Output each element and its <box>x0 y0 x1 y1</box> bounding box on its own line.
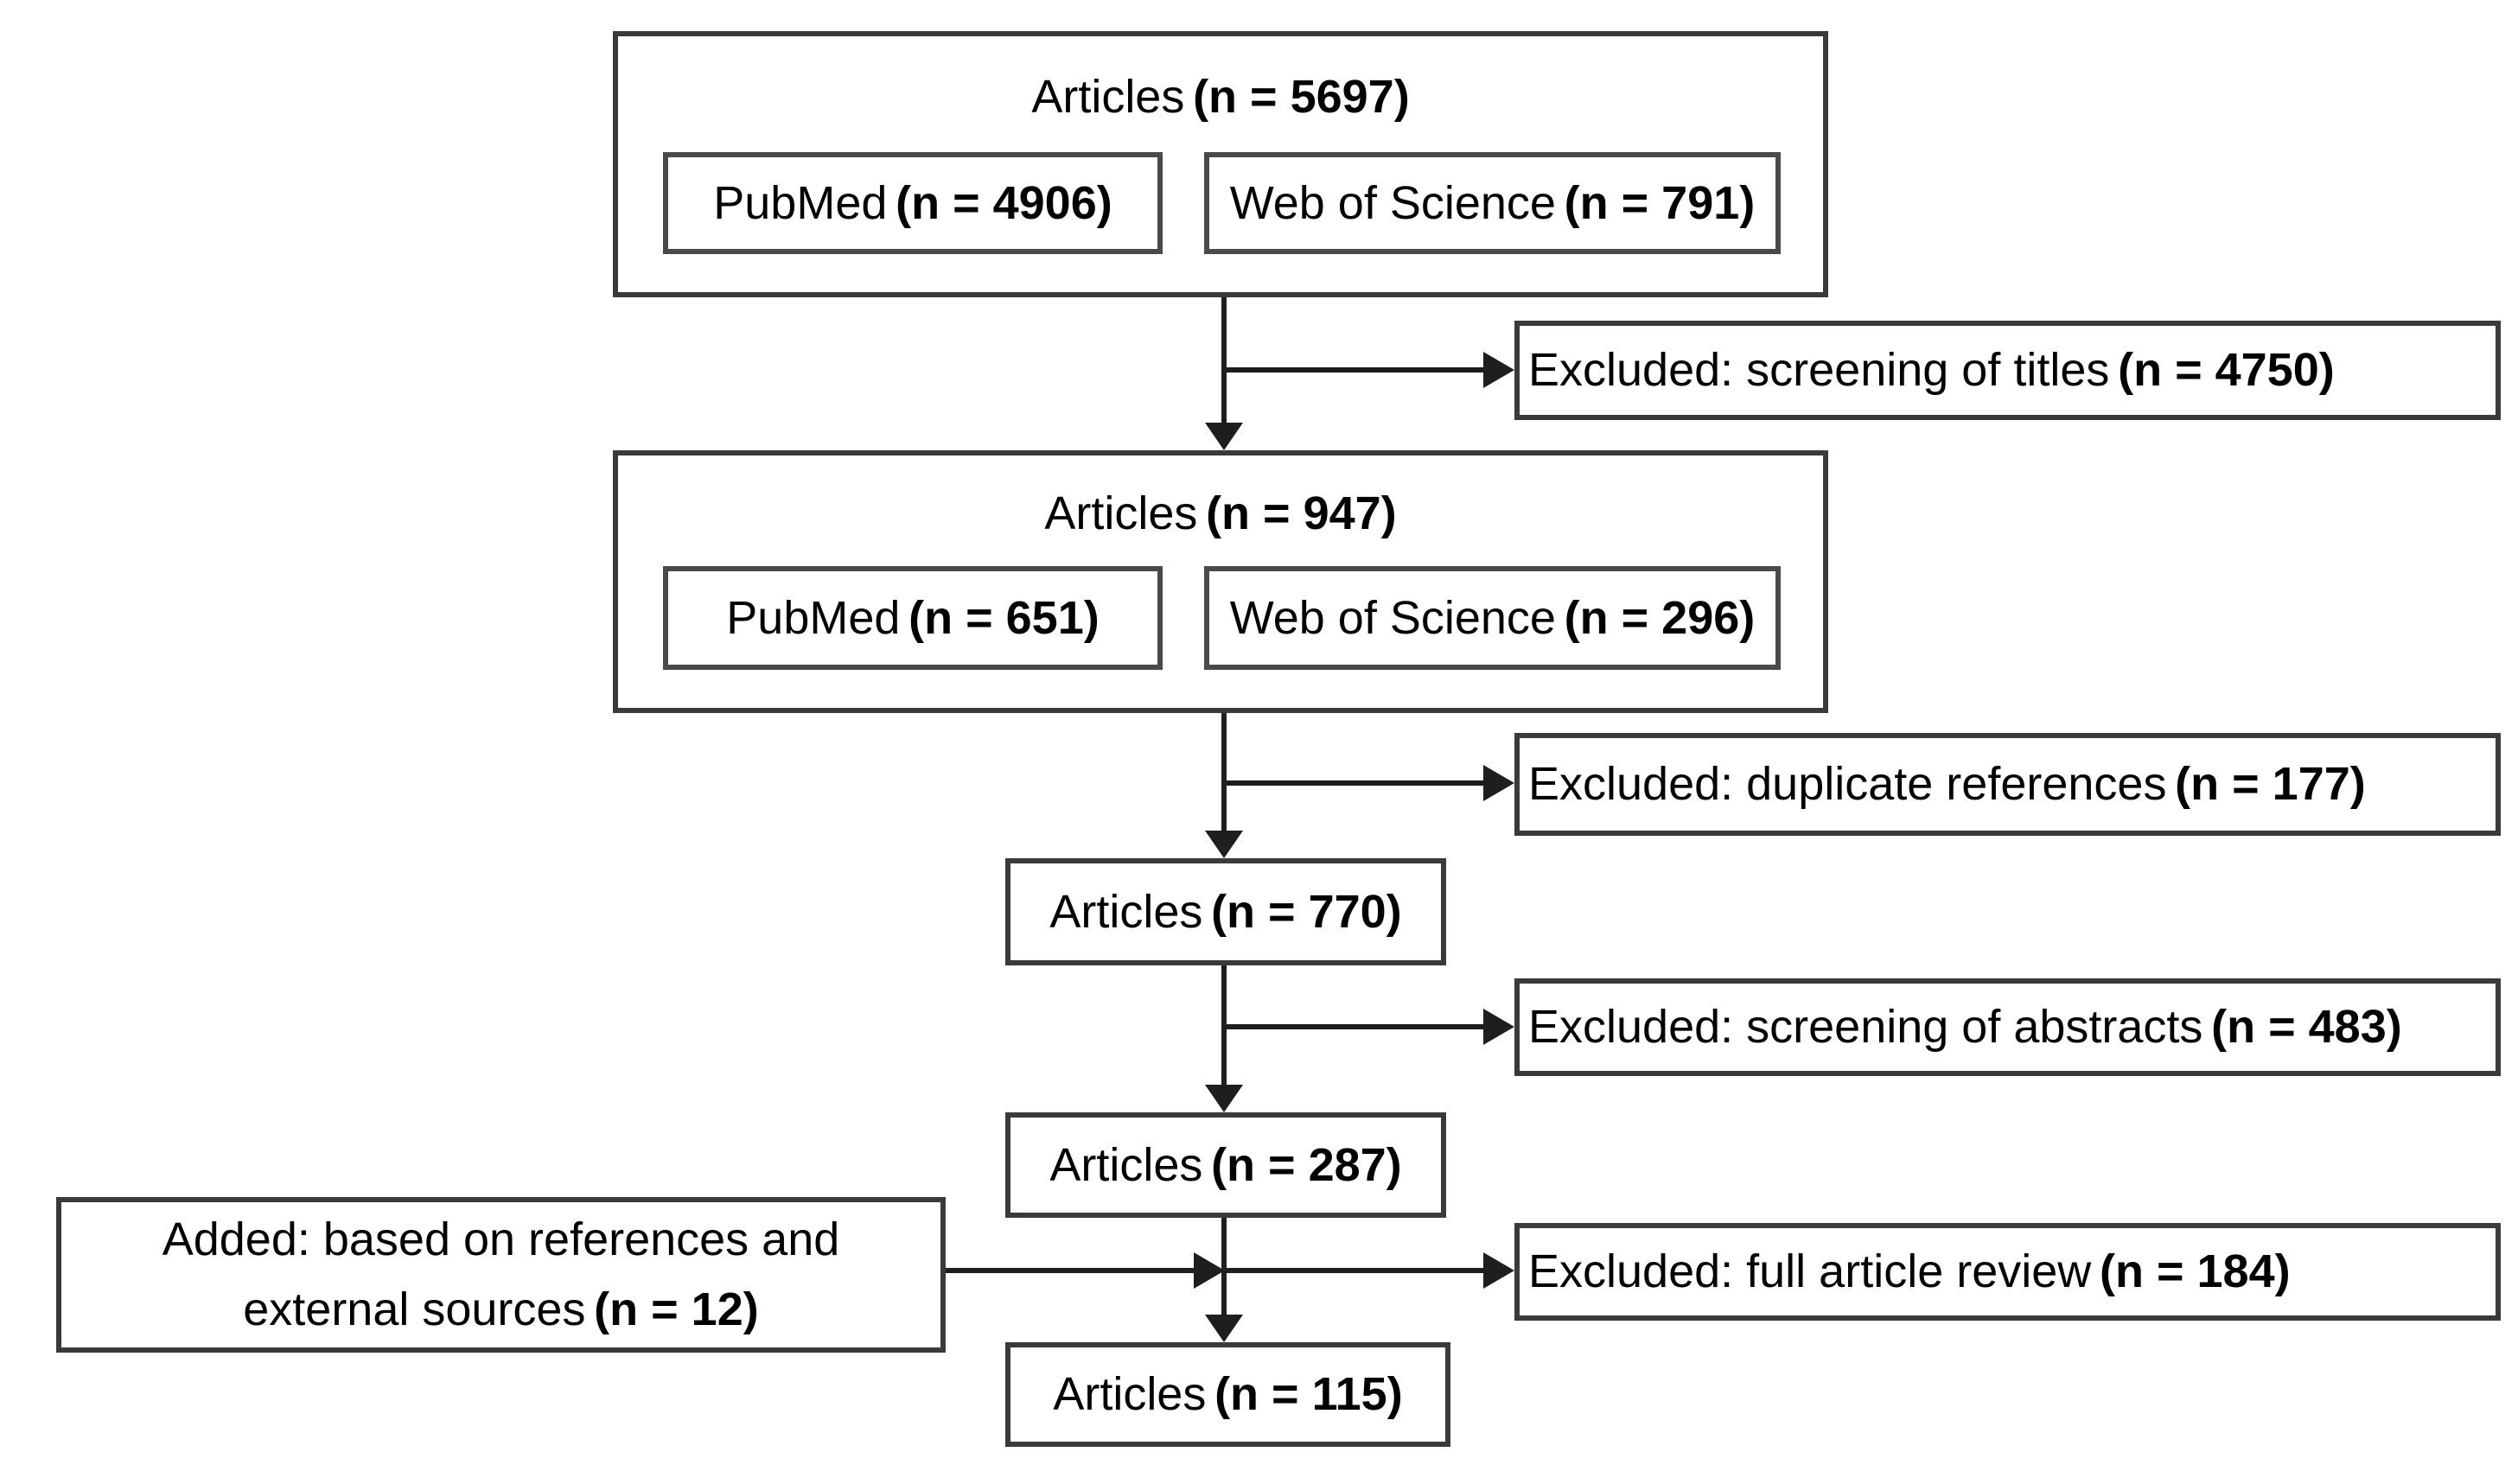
stage2-title-text: Articles(n = 947) <box>1044 486 1396 542</box>
stage3-label: Articles <box>1049 885 1203 938</box>
stage1-articles-box: Articles(n = 5697) PubMed(n = 4906) Web … <box>613 31 1828 297</box>
excluded-titles-count: (n = 4750) <box>2118 344 2335 397</box>
connector-line-excluded-duplicates <box>1224 780 1485 786</box>
stage1-count: (n = 5697) <box>1193 70 1410 123</box>
added-external-sources-text: Added: based on references and external … <box>108 1205 895 1345</box>
stage2-pubmed-label: PubMed <box>726 591 901 644</box>
stage1-wos-count: (n = 791) <box>1564 176 1756 229</box>
excluded-full-review-text: Excluded: full article review(n = 184) <box>1528 1244 2291 1300</box>
added-external-sources-count: (n = 12) <box>594 1283 759 1335</box>
stage2-wos-count: (n = 296) <box>1564 591 1756 644</box>
excluded-titles-label: Excluded: screening of titles <box>1528 344 2110 397</box>
arrow-down-icon-stage4 <box>1205 1085 1243 1112</box>
stage4-count: (n = 287) <box>1211 1138 1402 1191</box>
stage5-text: Articles(n = 115) <box>1053 1366 1402 1423</box>
arrow-right-icon-excluded-duplicates <box>1483 765 1514 801</box>
connector-line-excluded-titles <box>1224 367 1485 373</box>
stage3-count: (n = 770) <box>1211 885 1402 938</box>
excluded-titles-text: Excluded: screening of titles(n = 4750) <box>1528 342 2335 398</box>
stage4-label: Articles <box>1049 1138 1203 1191</box>
arrow-down-icon-stage5 <box>1205 1315 1243 1342</box>
excluded-abstracts-label: Excluded: screening of abstracts <box>1528 1001 2203 1054</box>
stage1-pubmed-label: PubMed <box>713 176 888 229</box>
stage1-title-text: Articles(n = 5697) <box>1031 69 1409 125</box>
arrow-down-icon-stage2 <box>1205 423 1243 450</box>
excluded-abstracts-count: (n = 483) <box>2211 1001 2402 1054</box>
stage1-title: Articles(n = 5697) <box>618 36 1823 157</box>
added-external-sources-label: Added: based on references and external … <box>162 1213 840 1335</box>
stage1-wos-text: Web of Science(n = 791) <box>1230 175 1756 232</box>
excluded-duplicates-count: (n = 177) <box>2175 758 2366 811</box>
connector-line-stage2-stage3 <box>1221 713 1227 834</box>
stage5-articles-box: Articles(n = 115) <box>1005 1342 1450 1447</box>
excluded-full-review-box: Excluded: full article review(n = 184) <box>1514 1223 2501 1321</box>
added-external-sources-box: Added: based on references and external … <box>56 1197 946 1353</box>
stage2-pubmed-text: PubMed(n = 651) <box>726 590 1099 646</box>
stage1-wos-label: Web of Science <box>1229 176 1556 229</box>
excluded-duplicates-box: Excluded: duplicate references(n = 177) <box>1514 733 2501 836</box>
arrow-right-icon-excluded-abstracts <box>1483 1009 1514 1045</box>
stage5-label: Articles <box>1053 1368 1207 1421</box>
stage4-articles-box: Articles(n = 287) <box>1005 1112 1446 1218</box>
stage5-count: (n = 115) <box>1214 1368 1403 1421</box>
excluded-titles-box: Excluded: screening of titles(n = 4750) <box>1514 321 2501 420</box>
stage2-wos-text: Web of Science(n = 296) <box>1230 590 1756 646</box>
excluded-full-review-label: Excluded: full article review <box>1528 1245 2092 1298</box>
stage2-label: Articles <box>1044 487 1198 539</box>
excluded-full-review-count: (n = 184) <box>2100 1245 2291 1298</box>
excluded-abstracts-box: Excluded: screening of abstracts(n = 483… <box>1514 978 2501 1076</box>
excluded-abstracts-text: Excluded: screening of abstracts(n = 483… <box>1528 999 2402 1055</box>
connector-line-stage1-stage2 <box>1221 297 1227 427</box>
arrow-right-icon-added <box>1194 1252 1225 1289</box>
stage2-articles-box: Articles(n = 947) PubMed(n = 651) Web of… <box>613 450 1828 713</box>
stage1-pubmed-text: PubMed(n = 4906) <box>713 175 1112 232</box>
stage4-text: Articles(n = 287) <box>1049 1137 1401 1194</box>
excluded-duplicates-text: Excluded: duplicate references(n = 177) <box>1528 756 2366 812</box>
stage1-label: Articles <box>1031 70 1185 123</box>
arrow-down-icon-stage3 <box>1205 831 1243 858</box>
stage2-count: (n = 947) <box>1206 487 1397 539</box>
arrow-right-icon-excluded-titles <box>1483 352 1514 388</box>
connector-line-added <box>946 1268 1196 1273</box>
arrow-right-icon-excluded-full-review <box>1483 1252 1514 1289</box>
stage2-title: Articles(n = 947) <box>618 455 1823 571</box>
stage2-pubmed-box: PubMed(n = 651) <box>663 566 1163 670</box>
stage1-web-of-science-box: Web of Science(n = 791) <box>1204 152 1781 254</box>
stage2-web-of-science-box: Web of Science(n = 296) <box>1204 566 1781 670</box>
excluded-duplicates-label: Excluded: duplicate references <box>1528 758 2167 811</box>
stage2-pubmed-count: (n = 651) <box>908 591 1100 644</box>
connector-line-excluded-full-review <box>1224 1268 1485 1273</box>
stage3-articles-box: Articles(n = 770) <box>1005 858 1446 965</box>
stage1-pubmed-count: (n = 4906) <box>896 176 1112 229</box>
stage3-text: Articles(n = 770) <box>1049 884 1401 940</box>
stage2-wos-label: Web of Science <box>1229 591 1556 644</box>
connector-line-excluded-abstracts <box>1224 1024 1485 1029</box>
stage1-pubmed-box: PubMed(n = 4906) <box>663 152 1163 254</box>
